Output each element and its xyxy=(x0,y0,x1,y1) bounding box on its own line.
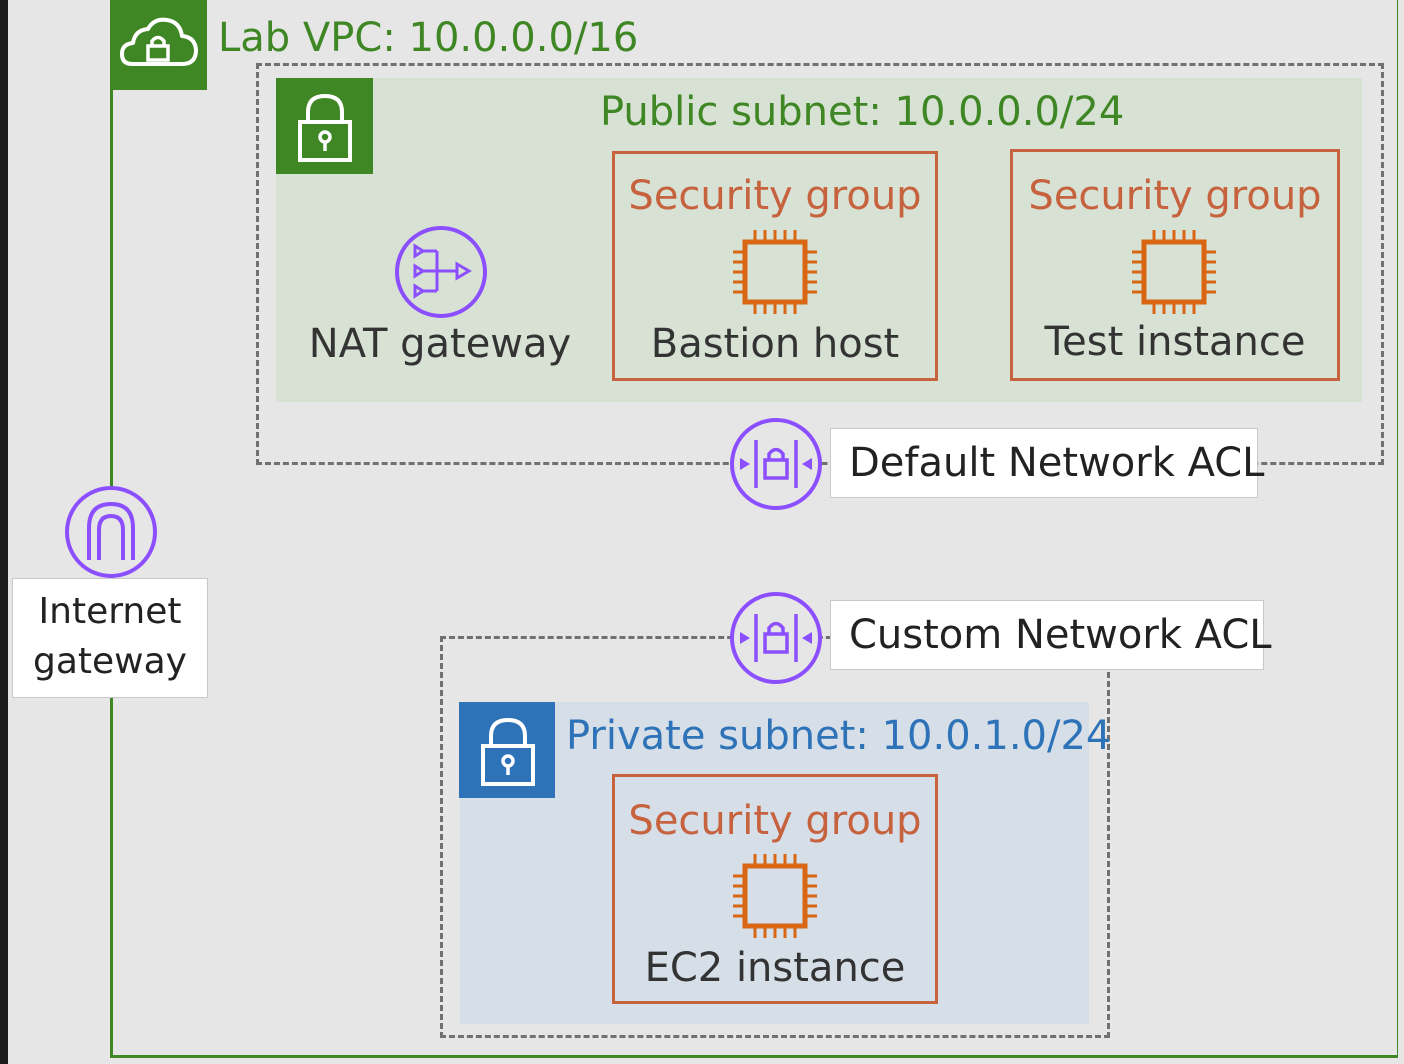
network-acl-icon xyxy=(730,418,822,510)
default-network-acl-label: Default Network ACL xyxy=(830,428,1264,498)
custom-network-acl-label: Custom Network ACL xyxy=(830,600,1272,670)
public-subnet-title: Public subnet: 10.0.0.0/24 xyxy=(600,89,1125,135)
network-acl-icon xyxy=(730,592,822,684)
test-instance-label: Test instance xyxy=(1044,319,1306,365)
vpc-title: Lab VPC: 10.0.0.0/16 xyxy=(218,15,639,61)
security-group-title: Security group xyxy=(628,173,922,219)
ec2-chip-icon xyxy=(733,230,817,314)
security-group-title: Security group xyxy=(628,798,922,844)
ec2-chip-icon xyxy=(1132,230,1216,314)
vpc-badge xyxy=(110,0,207,90)
private-subnet-badge xyxy=(459,702,555,798)
private-subnet-title: Private subnet: 10.0.1.0/24 xyxy=(566,713,1112,759)
security-group-bastion xyxy=(612,151,938,381)
internet-gateway-line1: Internet xyxy=(38,591,182,632)
security-group-title: Security group xyxy=(1028,173,1322,219)
security-group-ec2 xyxy=(612,774,938,1004)
bastion-host-label: Bastion host xyxy=(650,321,900,367)
security-group-test xyxy=(1010,149,1340,381)
internet-gateway-label: Internet gateway xyxy=(12,578,208,698)
internet-gateway-icon xyxy=(65,486,157,578)
public-subnet-badge xyxy=(276,78,373,174)
public-subnet-lock-icon xyxy=(298,93,352,162)
vpc-cloud-lock-icon xyxy=(120,17,198,66)
private-subnet-lock-icon xyxy=(481,717,535,786)
ec2-instance-label: EC2 instance xyxy=(644,945,906,991)
nat-gateway-icon xyxy=(395,226,487,318)
internet-gateway-line2: gateway xyxy=(33,641,187,682)
nat-gateway-label: NAT gateway xyxy=(308,321,572,367)
ec2-chip-icon xyxy=(733,854,817,938)
